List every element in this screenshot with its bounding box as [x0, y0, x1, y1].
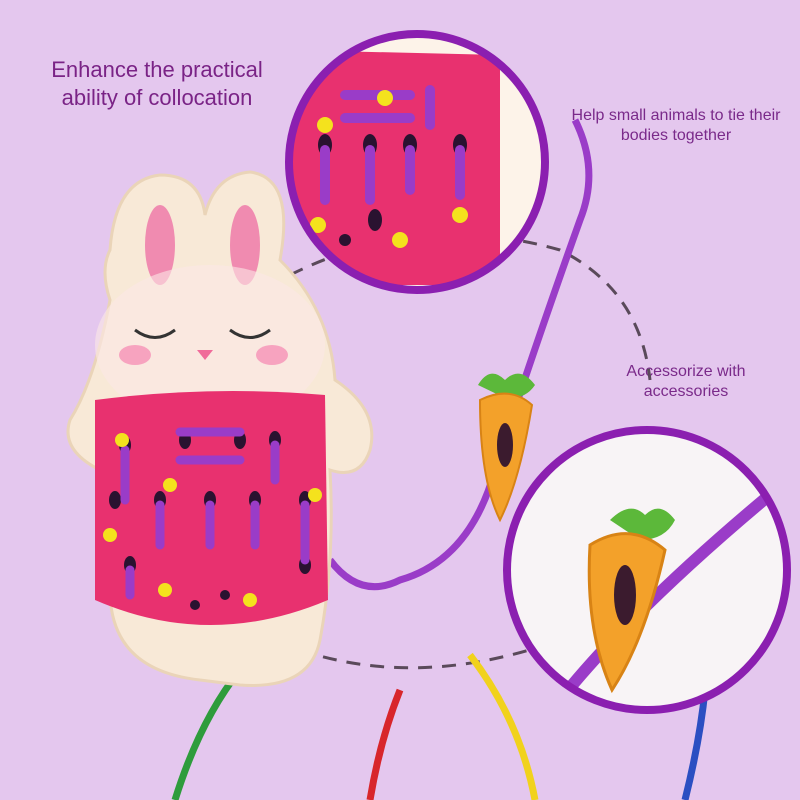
rabbit-ear-left — [145, 205, 175, 285]
lace-green — [171, 667, 243, 800]
caption-tie-bodies: Help small animals to tie their bodies t… — [571, 107, 781, 144]
rabbit-board — [66, 170, 374, 687]
zoom-circle-top — [285, 30, 549, 294]
rabbit-ear-right — [230, 205, 260, 285]
zoom-circle-bottom — [503, 426, 791, 714]
rabbit-nose — [197, 350, 213, 360]
lace-yellow — [467, 652, 539, 800]
eye-left — [134, 328, 176, 339]
caption-accessorize: Accessorize with accessories — [626, 363, 746, 400]
carrot-bead — [478, 373, 535, 523]
lace-red — [366, 688, 404, 800]
dashed-connector-bottom — [299, 638, 561, 670]
caption-main: Enhance the practical ability of colloca… — [51, 57, 263, 110]
eye-right — [229, 328, 271, 339]
